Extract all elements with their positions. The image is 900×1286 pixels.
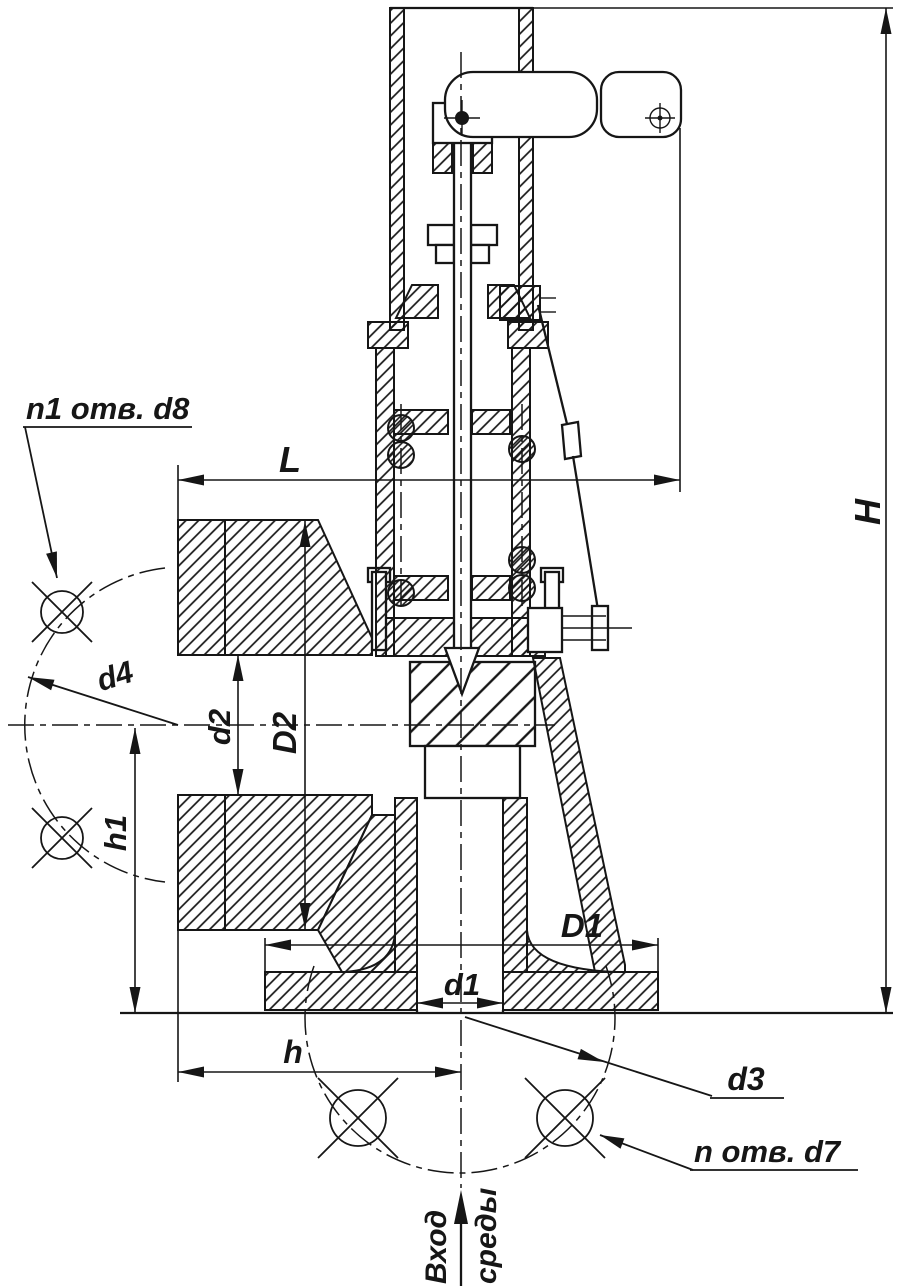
body-right-wall — [531, 657, 626, 973]
flow-inlet: Вход среды — [420, 1187, 503, 1286]
centerlines — [8, 52, 555, 1188]
dim-D1: D1 — [264, 907, 659, 975]
callout-n1-d8: n1 отв. d8 — [23, 391, 192, 579]
lift-cable — [526, 304, 632, 654]
dim-D2: D2 — [266, 521, 311, 929]
dim-h-label: h — [283, 1034, 303, 1070]
dim-d2: d2 — [202, 655, 244, 795]
bolt-circle-side — [23, 567, 166, 883]
dim-H: H — [533, 7, 893, 1013]
callout-n-d7: n отв. d7 — [599, 1134, 858, 1171]
dim-d2-label: d2 — [202, 709, 237, 745]
dim-d3-label: d3 — [727, 1061, 765, 1097]
lever-end-hole — [645, 103, 675, 133]
dim-h1-label: h1 — [98, 815, 133, 851]
dim-d1-label: d1 — [444, 967, 480, 1002]
dim-D2-label: D2 — [266, 711, 303, 754]
flow-label-word1: Вход — [420, 1210, 453, 1284]
disc-skirt — [423, 744, 522, 800]
lever-arm — [443, 70, 599, 139]
dim-d1: d1 — [417, 967, 503, 1009]
flow-label-word2: среды — [470, 1187, 503, 1284]
outlet-flange — [177, 519, 396, 973]
spring-coils — [387, 404, 536, 607]
flow-arrow-icon — [454, 1190, 468, 1224]
dim-L-label: L — [279, 439, 301, 480]
lever-assembly — [431, 70, 683, 174]
bolt-circle-bottom — [304, 965, 616, 1174]
callout-n1-d8-label: n1 отв. d8 — [26, 391, 190, 426]
dim-H-label: H — [847, 498, 888, 525]
valve-disc — [408, 660, 537, 748]
valve-body — [177, 519, 659, 1013]
inlet-flange — [264, 971, 659, 1013]
dim-d3: d3 — [464, 1016, 784, 1099]
spring-bonnet — [367, 285, 556, 657]
callout-n-d7-label: n отв. d7 — [694, 1134, 842, 1169]
dim-L: L — [177, 128, 681, 520]
spindle — [443, 106, 481, 698]
lever-pivot — [444, 100, 480, 136]
dim-d4-label: d4 — [93, 654, 138, 698]
dim-D1-label: D1 — [561, 907, 603, 944]
dim-h1: h1 — [98, 728, 141, 1013]
lever-end — [599, 70, 683, 139]
dim-d4: d4 — [27, 654, 179, 726]
dim-h: h — [177, 930, 461, 1082]
